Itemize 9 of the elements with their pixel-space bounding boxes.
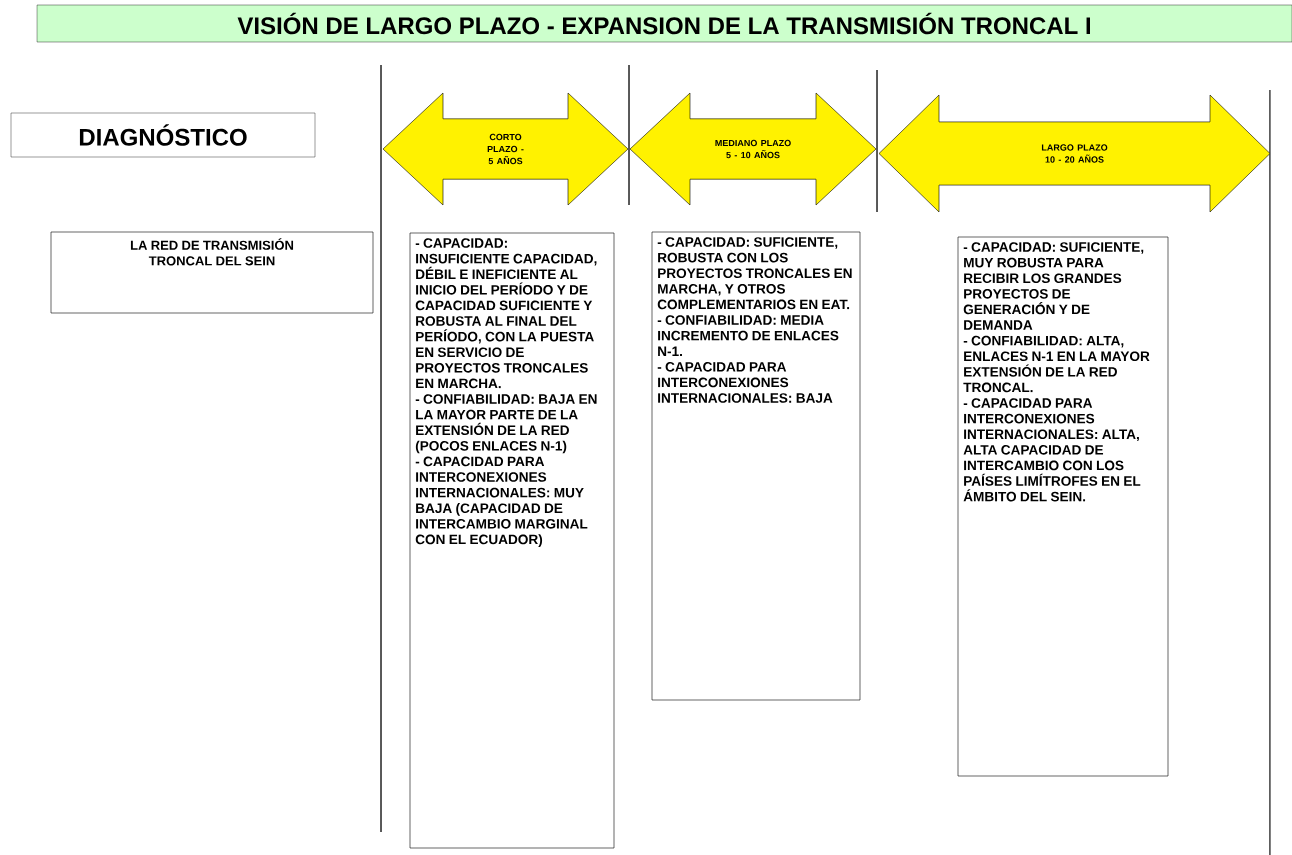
text-box: - CAPACIDAD: SUFICIENTE, ROBUSTA CON LOS PROYECTOS TRONCALES EN MARCHA, Y OTROS COMPLEMENTARIOS EN EAT. - CONFIABILIDAD: MEDIA INCREMENTO DE ENLACES N-1. - CAPACIDAD PARA INTERCONEXIONES INTERNACIONALES: BAJA xyxy=(651,231,861,701)
timeline-banner: CORTO PLAZO - 5 AÑOS xyxy=(382,92,629,206)
text-box: - CAPACIDAD: SUFICIENTE, MUY ROBUSTA PARA RECIBIR LOS GRANDES PROYECTOS DE GENERACIÓN Y DE DEMANDA - CONFIABILIDAD: ALTA, ENLACES N-1 EN LA MAYOR EXTENSIÓN DE LA RED TRONCAL. - CAPACIDAD PARA INTERCONEXIONES INTERNACIONALES: ALTA, ALTA CAPACIDAD DE INTERCAMBIO CON LOS PAÍSES LIMÍTROFES EN EL ÁMBITO DEL SEIN. xyxy=(957,236,1169,777)
timeline-banner: MEDIANO PLAZO 5 - 10 AÑOS xyxy=(629,92,877,206)
text-box: - CAPACIDAD: INSUFICIENTE CAPACIDAD, DÉBIL E INEFICIENTE AL INICIO DEL PERÍODO Y DE CAPACIDAD SUFICIENTE Y ROBUSTA AL FINAL DEL PERÍODO, CON LA PUESTA EN SERVICIO DE PROYECTOS TRONCALES EN MARCHA. - CONFIABILIDAD: BAJA EN LA MAYOR PARTE DE LA EXTENSIÓN DE LA RED (POCOS ENLACES N-1) - CAPACIDAD PARA INTERCONEXIONES INTERNACIONALES: MUY BAJA (CAPACIDAD DE INTERCAMBIO MARGINAL CON EL ECUADOR) xyxy=(409,232,615,849)
title-banner: VISIÓN DE LARGO PLAZO - EXPANSION DE LA TRANSMISIÓN TRONCAL I xyxy=(36,4,1292,43)
heading-box: DIAGNÓSTICO xyxy=(10,112,316,158)
text-box: LA RED DE TRANSMISIÓN TRONCAL DEL SEIN xyxy=(50,231,374,314)
timeline-banner: LARGO PLAZO 10 - 20 AÑOS xyxy=(878,94,1271,213)
